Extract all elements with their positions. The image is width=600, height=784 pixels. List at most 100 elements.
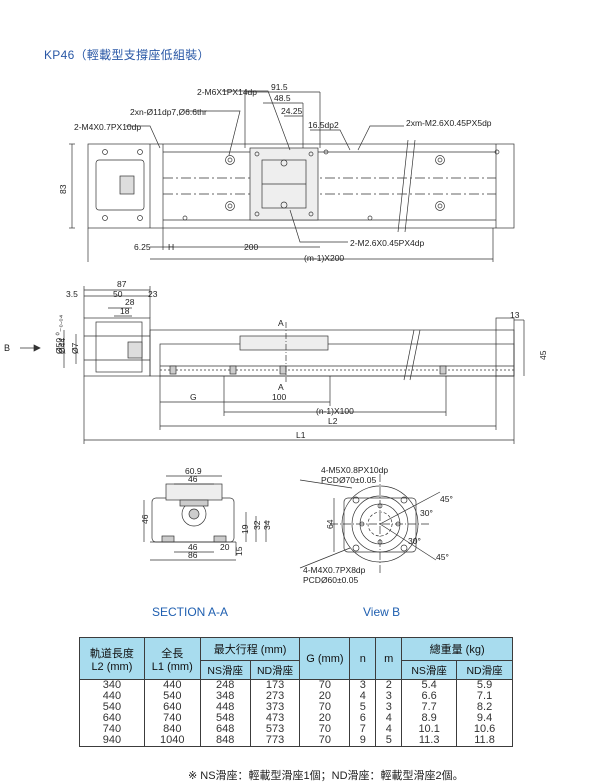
footnote: ※ NS滑座：輕載型滑座1個；ND滑座：輕載型滑座2個。	[188, 770, 464, 782]
label-B: B	[4, 343, 10, 353]
dim-L2: L2	[328, 416, 338, 426]
dim-91: 91.5	[271, 82, 288, 92]
section-aa-view	[143, 475, 267, 561]
dim-G: G	[190, 392, 197, 402]
table-cell-g: 70	[299, 679, 351, 691]
dim-13: 13	[510, 310, 520, 320]
col-weight-ns: NS滑座	[401, 660, 458, 680]
col-g: G (mm)	[299, 637, 351, 680]
col-stroke: 最大行程 (mm)	[199, 637, 301, 661]
dim-46l: 46	[140, 514, 150, 524]
dim-625: 6.25	[134, 242, 151, 252]
col-m: m	[375, 637, 403, 680]
angle-30a: 30°	[420, 508, 433, 518]
dim-m6: 2-M6X1PX14dp	[197, 87, 257, 97]
dim-46t: 46	[188, 474, 198, 484]
dim-87: 87	[117, 279, 127, 289]
label-A1: A	[278, 318, 284, 328]
col-weight: 總重量 (kg)	[401, 637, 513, 661]
dim-hole11: 2xn-Ø11dp7,Ø6.6thr	[130, 107, 207, 117]
table-cell-nd: 773	[249, 735, 301, 747]
col-n: n	[349, 637, 377, 680]
dim-L1: L1	[296, 430, 306, 440]
table-cell-l1: 640	[143, 702, 201, 713]
angle-30b: 30°	[408, 536, 421, 546]
table-cell-wnd: 10.6	[456, 724, 513, 735]
dim-m26a: 2xm-M2.6X0.45PX5dp	[406, 118, 492, 128]
table-cell-g: 70	[299, 724, 351, 735]
table-cell-l1: 840	[143, 724, 201, 735]
table-cell-l1: 540	[143, 691, 201, 702]
table-cell-wnd: 11.8	[456, 735, 513, 747]
angle-45a: 45°	[440, 494, 453, 504]
table-cell-l1: 1040	[143, 735, 201, 747]
col-l2-label: 軌道長度	[89, 647, 134, 660]
view-b	[299, 474, 441, 574]
table-cell-wnd: 9.4	[456, 713, 513, 724]
table-cell-wnd: 7.1	[456, 691, 513, 702]
dim-m4b: 4-M4X0.7PX8dp	[303, 565, 366, 575]
caption-view-b: View B	[363, 605, 401, 619]
dim-m5: 4-M5X0.8PX10dp	[321, 465, 388, 475]
dim-46b: 46	[188, 542, 198, 552]
dim-15: 15	[234, 546, 244, 556]
table-cell-l1: 740	[143, 713, 201, 724]
col-stroke-nd: ND滑座	[249, 660, 301, 680]
dim-83: 83	[58, 184, 68, 194]
dim-16: 16.5dp2	[308, 120, 339, 130]
top-view	[69, 90, 515, 262]
dim-23: 23	[148, 289, 158, 299]
dim-18: 18	[120, 306, 130, 316]
dim-7: Ø7	[70, 342, 80, 354]
dim-34: 34	[262, 520, 272, 530]
table-cell-g: 70	[299, 702, 351, 713]
dim-32: 32	[252, 520, 262, 530]
dim-64: 64	[325, 519, 335, 529]
dim-45: 45	[538, 350, 548, 360]
caption-section-aa: SECTION A-A	[152, 605, 229, 619]
dim-28: 28	[125, 297, 135, 307]
dim-pcd60: PCDØ60±0.05	[303, 575, 358, 585]
dim-m26b: 2-M2.6X0.45PX4dp	[350, 238, 424, 248]
label-A2: A	[278, 382, 284, 392]
table-cell-l2: 940	[79, 735, 145, 747]
col-l2-unit: L2 (mm)	[91, 660, 133, 673]
dim-35: 3.5	[66, 289, 78, 299]
col-l1-unit: L1 (mm)	[151, 660, 193, 673]
dim-609: 60.9	[185, 466, 202, 476]
dim-20: 20	[220, 542, 230, 552]
table-cell-g: 20	[299, 713, 351, 724]
table-cell-g: 20	[299, 691, 351, 702]
dim-m4: 2-M4X0.7PX10dp	[74, 122, 141, 132]
table-cell-ns: 848	[199, 735, 251, 747]
table-cell-l1: 440	[143, 679, 201, 691]
dim-19: 19	[240, 524, 250, 534]
col-l1-label: 全長	[161, 647, 184, 660]
dim-50h: Ø50 ⁰₋₀.₀₄	[54, 314, 64, 354]
col-l1: 全長 L1 (mm)	[143, 637, 201, 680]
angle-45b: 45°	[436, 552, 449, 562]
table-cell-g: 70	[299, 735, 351, 747]
dim-n1x100: (n-1)X100	[316, 406, 354, 416]
dim-100: 100	[272, 392, 286, 402]
table-cell-n: 9	[349, 735, 377, 747]
page-title: KP46（輕載型支撐座低組裝）	[44, 48, 210, 62]
dim-86: 86	[188, 550, 198, 560]
col-weight-nd: ND滑座	[456, 660, 513, 680]
dim-m1x200: (m-1)X200	[304, 253, 344, 263]
table-cell-wnd: 8.2	[456, 702, 513, 713]
dim-200: 200	[244, 242, 258, 252]
table-cell-m: 5	[375, 735, 403, 747]
col-stroke-ns: NS滑座	[199, 660, 251, 680]
dim-48: 48.5	[274, 93, 291, 103]
side-view	[20, 286, 525, 444]
dim-pcd70: PCDØ70±0.05	[321, 475, 376, 485]
